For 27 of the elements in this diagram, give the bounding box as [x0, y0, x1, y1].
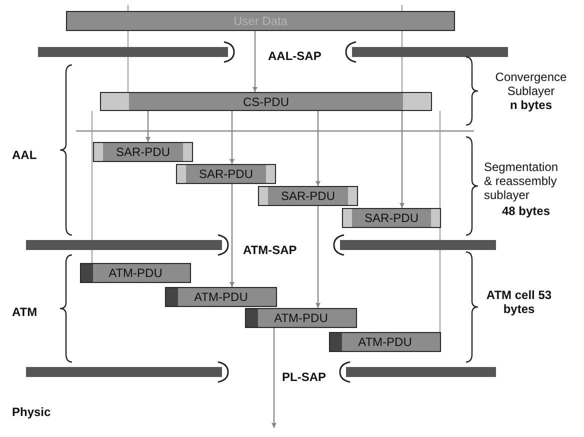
arrow — [316, 111, 320, 186]
pdu-box: SAR-PDU — [342, 208, 441, 228]
layer-label: Segmentation & reassembly sublayer — [484, 160, 560, 202]
pdu-box: SAR-PDU — [258, 186, 358, 206]
size-label: 48 bytes — [500, 204, 552, 218]
interface-label: ATM-SAP — [243, 243, 298, 257]
size-label: n bytes — [508, 98, 553, 112]
layer-label: ATM — [12, 305, 38, 319]
pdu-box: CS-PDU — [100, 92, 432, 111]
interface-label: AAL-SAP — [268, 49, 322, 63]
arrow — [252, 31, 258, 92]
interface-label: PL-SAP — [282, 370, 328, 384]
pdu-box: ATM-PDU — [165, 287, 277, 307]
pdu-box: ATM-PDU — [80, 263, 191, 283]
arrow — [146, 111, 150, 142]
arrow — [400, 111, 404, 208]
layer-label: Physic — [12, 405, 52, 419]
pdu-box: SAR-PDU — [93, 142, 193, 162]
layer-label: AAL — [12, 148, 38, 162]
arrow — [230, 184, 234, 287]
pdu-box: SAR-PDU — [176, 164, 276, 184]
pdu-box: ATM-PDU — [329, 332, 441, 352]
size-label: ATM cell 53 bytes — [486, 288, 552, 316]
pdu-box: ATM-PDU — [245, 308, 357, 328]
arrow — [316, 206, 320, 308]
arrow — [230, 111, 234, 164]
arrow — [272, 328, 276, 428]
